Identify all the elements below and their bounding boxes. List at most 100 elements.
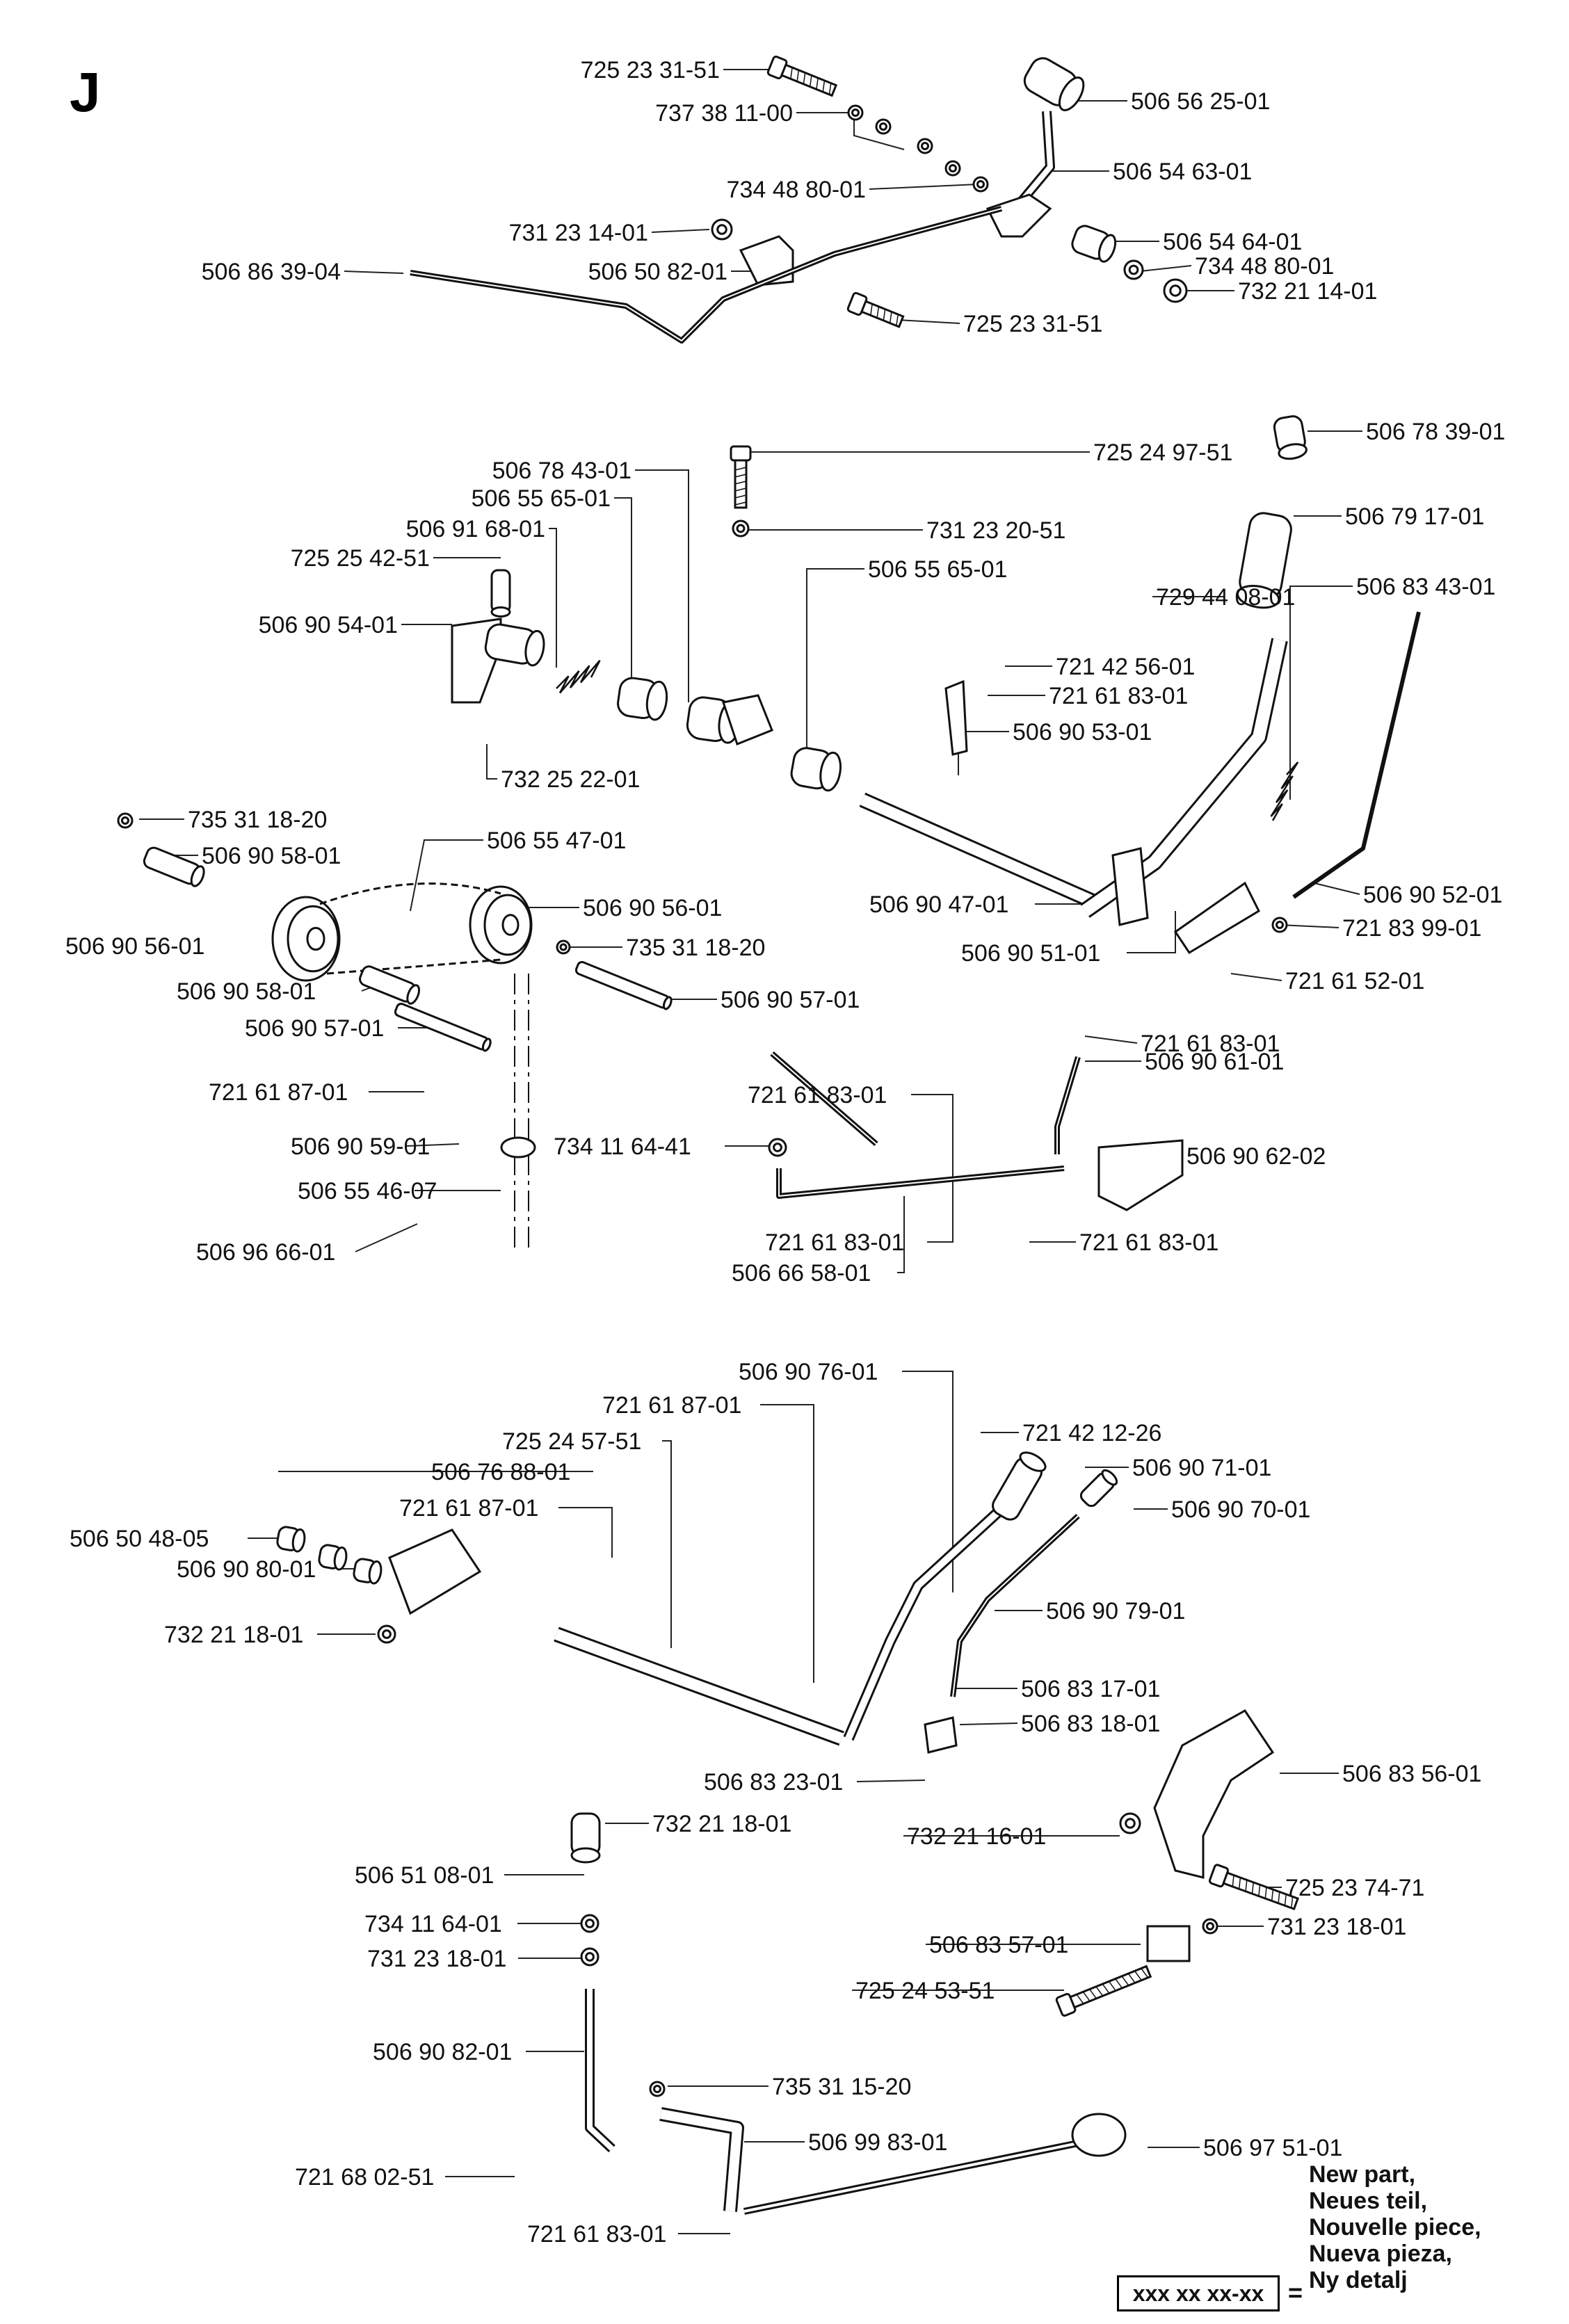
legend-line: Nouvelle piece, — [1309, 2214, 1481, 2241]
washer-735-31-18-20 — [117, 812, 134, 829]
spring-506-83-43-01 — [1270, 761, 1299, 821]
leader-line — [869, 184, 978, 190]
bushing-0 — [276, 1526, 306, 1553]
part-number-label: 725 24 97-51 — [1093, 439, 1232, 466]
part-number-label: 721 61 87-01 — [209, 1079, 348, 1106]
part-number-label: 734 11 64-41 — [554, 1133, 691, 1160]
part-number-label: 735 31 18-20 — [626, 935, 765, 961]
leader-line — [406, 1143, 460, 1147]
leader-line — [806, 568, 864, 765]
washer — [917, 138, 933, 154]
washer — [972, 176, 989, 193]
part-number-label: 506 54 63-01 — [1113, 159, 1252, 185]
part-number-label: 506 90 61-01 — [1145, 1049, 1284, 1075]
block-506-83-18-01 — [924, 1716, 958, 1754]
arm-506-99-83-01-inner — [659, 2109, 742, 2212]
part-number-label: 506 90 52-01 — [1363, 882, 1502, 908]
leader-line — [959, 1722, 1018, 1725]
part-number-label: 506 54 64-01 — [1163, 229, 1302, 255]
part-number-label: 506 55 46-07 — [298, 1178, 437, 1204]
washer — [847, 104, 864, 121]
part-drawings — [117, 55, 1421, 2215]
part-number-label: 721 61 87-01 — [602, 1392, 741, 1419]
part-number-label: 721 61 83-01 — [765, 1229, 904, 1256]
bushing-506-55-65-01 — [617, 677, 668, 721]
part-number-label: 506 83 43-01 — [1356, 574, 1495, 600]
part-number-label: 506 90 80-01 — [177, 1556, 316, 1583]
part-number-label: 506 90 76-01 — [739, 1359, 878, 1385]
bushing-506-54-64-01 — [1071, 225, 1117, 263]
part-number-label: 506 78 39-01 — [1366, 419, 1505, 445]
bracket-506-90-47-01 — [1111, 847, 1149, 926]
leader-line — [760, 1404, 814, 1683]
leader-line — [1140, 265, 1192, 272]
spring-506-91-68-01 — [556, 659, 601, 694]
leader-lines — [139, 69, 1362, 2234]
leader-line — [614, 497, 632, 688]
part-number-label: 506 90 58-01 — [177, 978, 316, 1005]
part-number-label: 506 50 82-01 — [588, 259, 727, 285]
bushing-1 — [318, 1544, 348, 1571]
part-number-label: 506 90 59-01 — [291, 1133, 430, 1160]
leader-line — [1314, 882, 1360, 895]
part-number-label: 725 24 57-51 — [502, 1428, 641, 1455]
pin-506-90-57-01-b — [574, 960, 673, 1010]
spacer-506-90-58-01-b — [359, 965, 421, 1005]
part-number-label: 721 61 83-01 — [527, 2221, 666, 2248]
bolt-725-24-97-51 — [730, 445, 752, 509]
legend-line: New part, — [1309, 2161, 1416, 2188]
rod-506-90-79-01-inner — [952, 1515, 1079, 1697]
part-number-label: 721 68 02-51 — [295, 2164, 434, 2190]
part-number-label: 506 99 83-01 — [808, 2129, 947, 2156]
bolt-725-25-42-51 — [490, 569, 511, 618]
nut-731-23-20-51 — [732, 519, 750, 538]
leader-line — [344, 271, 404, 274]
leader-line — [911, 1094, 954, 1140]
part-number-label: 506 76 88-01 — [431, 1459, 570, 1485]
part-number-label: 721 61 83-01 — [1141, 1031, 1280, 1057]
block-506-83-57-01 — [1146, 1925, 1191, 1962]
part-number-label: 725 25 42-51 — [291, 545, 430, 572]
leader-line — [1230, 973, 1282, 981]
grip-506-79-17-01 — [1237, 512, 1292, 609]
leader-line — [635, 469, 689, 702]
part-number-label: 506 55 65-01 — [472, 485, 611, 512]
bushing-2 — [353, 1558, 383, 1585]
pedal-pad — [1023, 57, 1085, 111]
bolt-725-23-74-71 — [1208, 1864, 1300, 1911]
part-number-label: 725 23 31-51 — [963, 311, 1102, 337]
part-number-label: 731 23 18-01 — [367, 1946, 506, 1972]
section-letter: J — [70, 61, 101, 123]
part-number-label: 731 23 20-51 — [926, 517, 1065, 544]
plate-506-90-62-02 — [1097, 1139, 1184, 1211]
pulley-506-90-56-01-left — [271, 896, 341, 982]
part-number-label: 725 23 74-71 — [1285, 1875, 1424, 1901]
nut-732-21-18-01 — [377, 1624, 396, 1644]
nut-731-23-18-01 — [1202, 1918, 1218, 1935]
leader-line — [1289, 586, 1353, 800]
part-number-label: 721 61 83-01 — [1079, 1229, 1218, 1256]
leader-line — [549, 528, 557, 668]
part-number-label: 721 42 56-01 — [1056, 654, 1195, 680]
rod-506-97-51-01-inner — [743, 2140, 1086, 2213]
part-number-label: 506 90 70-01 — [1171, 1496, 1310, 1523]
part-number-label: 506 90 62-02 — [1186, 1143, 1326, 1170]
part-number-label: 734 48 80-01 — [1195, 253, 1334, 280]
grip-506-90-71-01 — [992, 1451, 1047, 1521]
bushing-506-90-59-01 — [500, 1136, 536, 1159]
leader-line — [1127, 911, 1176, 953]
spacer-506-90-58-01 — [143, 846, 205, 887]
part-number-label: 506 90 56-01 — [583, 895, 722, 921]
cable-506-86-39-04-inner — [410, 208, 1002, 341]
part-number-label: 506 91 68-01 — [406, 516, 545, 542]
part-number-label: 732 21 14-01 — [1238, 278, 1377, 305]
part-number-label: 721 61 83-01 — [748, 1082, 887, 1108]
lever-506-90-76-01-inner — [845, 1506, 1004, 1740]
rod-506-90-61-01-inner — [1056, 1056, 1079, 1154]
leader-line — [902, 1371, 954, 1592]
bracket-506-50-82-01 — [739, 235, 794, 287]
bushing-506-55-65-01-b — [790, 747, 842, 792]
sector-506-83-56-01 — [1153, 1709, 1275, 1879]
part-number-label: 506 96 66-01 — [196, 1239, 335, 1266]
